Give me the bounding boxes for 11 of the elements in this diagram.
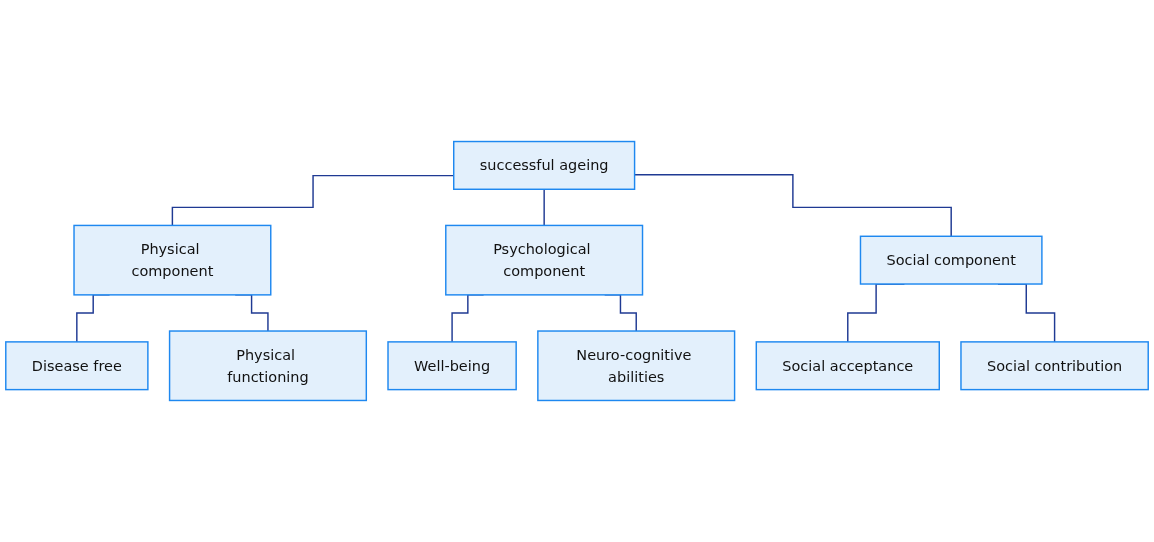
node-box: Physical functioning	[168, 330, 368, 402]
node-box: Social contribution	[960, 341, 1149, 391]
node-box: Well-being	[387, 341, 517, 391]
node-box: Physical component	[73, 224, 272, 296]
node-box: Psychological component	[445, 224, 644, 296]
connector	[543, 188, 545, 227]
node-box: Social acceptance	[755, 341, 940, 391]
node-box: Neuro-cognitive abilities	[537, 330, 736, 402]
node-box: successful ageing	[453, 140, 636, 190]
node-box: Disease free	[5, 341, 149, 391]
node-box: Social component	[859, 235, 1043, 285]
